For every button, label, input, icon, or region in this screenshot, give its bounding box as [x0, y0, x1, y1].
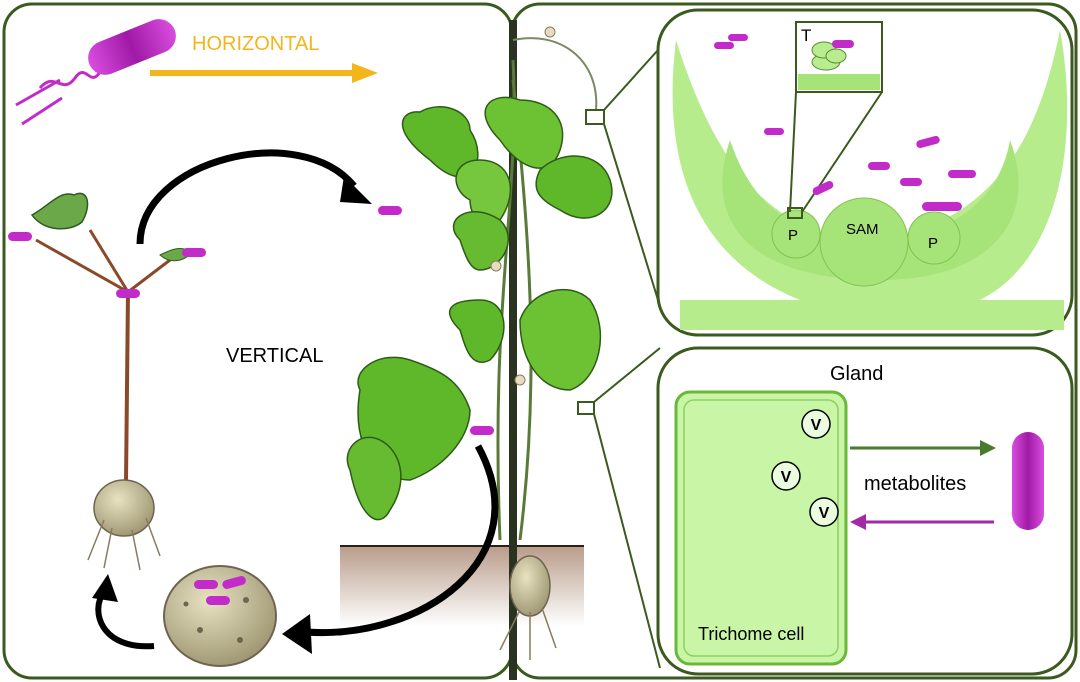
bacterium	[832, 40, 854, 48]
svg-text:V: V	[811, 417, 822, 434]
bacterium	[206, 596, 230, 605]
bacterium	[378, 206, 402, 215]
apex-bacteria	[714, 34, 976, 211]
primordium-right-label: P	[928, 235, 938, 252]
gland-bacterium	[1012, 432, 1044, 530]
bacterial-signal-arrow-head	[850, 514, 866, 530]
vertical-arrow-bottom-head	[282, 614, 312, 654]
climbing-plant	[340, 20, 613, 680]
gland-zoom-box	[577, 401, 595, 415]
horizontal-label: HORIZONTAL	[192, 33, 319, 55]
bacterium	[182, 248, 206, 257]
vertical-arrow-top-head	[340, 176, 372, 204]
support-stake	[509, 20, 517, 680]
bacterium	[116, 289, 140, 298]
bacterium	[194, 580, 218, 589]
vesicle: V	[801, 409, 831, 439]
trichome-cell-label: Trichome cell	[698, 624, 804, 644]
vertical-arrow-bottom	[305, 444, 499, 637]
bacterium	[470, 426, 494, 435]
metabolites-label: metabolites	[864, 473, 966, 495]
vertical-arrow-top	[136, 149, 357, 245]
gland-title: Gland	[830, 363, 883, 385]
trichome-cell	[674, 390, 848, 666]
seedling-leaf	[30, 192, 89, 230]
seedling-tuber	[93, 479, 155, 537]
primordium-left-label: P	[788, 227, 798, 244]
vertical-label: VERTICAL	[226, 345, 323, 367]
tuber	[163, 565, 277, 667]
bacterium	[8, 232, 32, 241]
seedling	[30, 192, 193, 571]
bacterium	[222, 576, 246, 589]
vertical-arrow-left-head	[92, 574, 118, 602]
meristem-label: SAM	[846, 221, 879, 238]
trichome-marker-label: T	[801, 26, 811, 45]
apex-zoom-box	[585, 109, 605, 125]
metabolite-export-arrow-head	[980, 440, 996, 456]
vesicle: V	[809, 497, 839, 527]
shoot-apex	[672, 30, 1068, 330]
trichome	[811, 41, 847, 71]
horizontal-bacterium	[15, 19, 176, 126]
vesicle: V	[771, 461, 801, 491]
horizontal-arrow-head	[352, 63, 378, 83]
svg-text:V: V	[819, 505, 830, 522]
svg-text:V: V	[781, 469, 792, 486]
